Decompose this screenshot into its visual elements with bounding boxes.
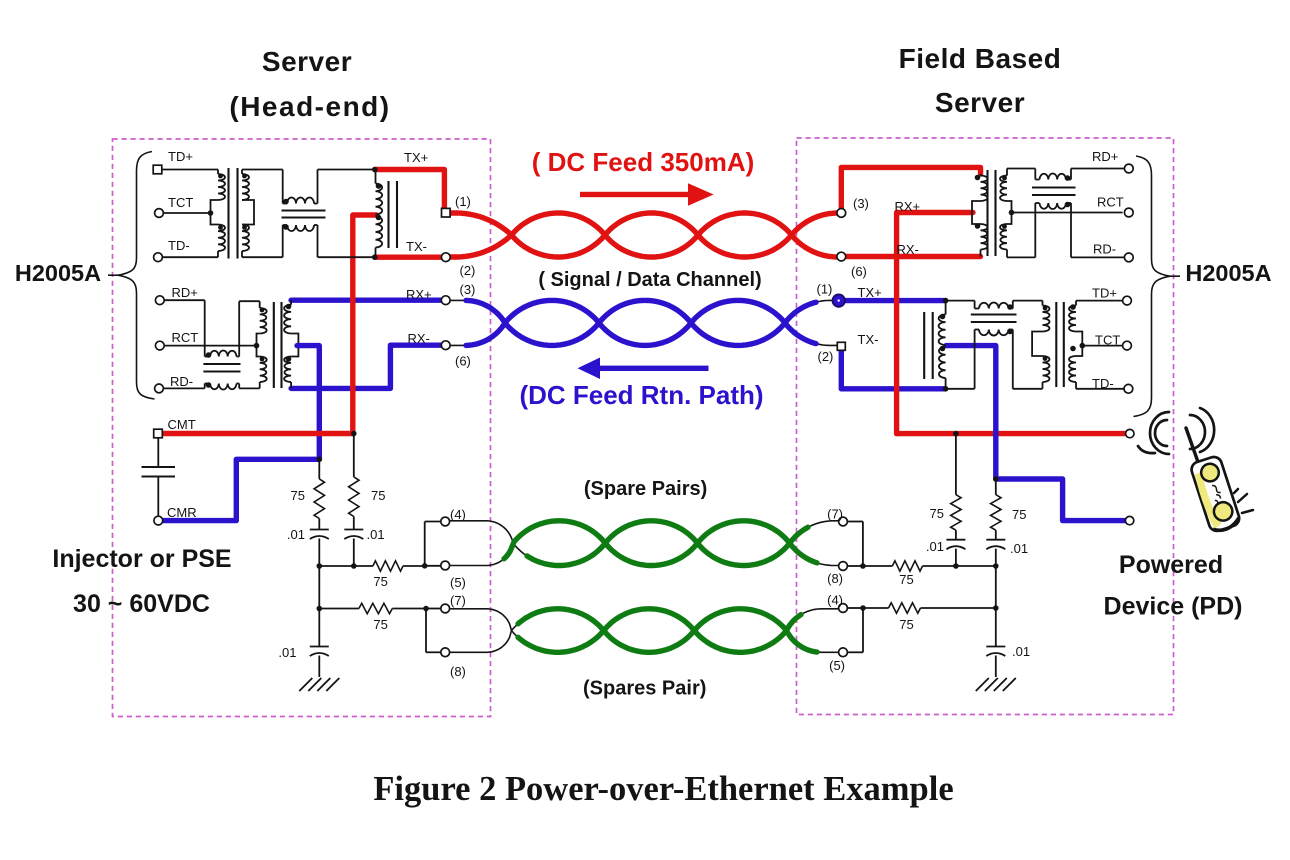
svg-text:(2): (2): [460, 263, 476, 278]
svg-text:.01: .01: [926, 539, 944, 554]
svg-text:(5): (5): [450, 575, 466, 590]
svg-text:TCT: TCT: [168, 195, 193, 210]
svg-text:H2005A: H2005A: [1185, 260, 1271, 286]
svg-text:(Head-end): (Head-end): [229, 91, 390, 122]
svg-text:RD-: RD-: [1093, 242, 1116, 257]
svg-text:TD-: TD-: [1092, 376, 1114, 391]
svg-text:.01: .01: [1012, 644, 1030, 659]
svg-text:75: 75: [373, 617, 387, 632]
svg-text:RD-: RD-: [170, 374, 193, 389]
svg-text:(8): (8): [827, 571, 843, 586]
svg-text:(1): (1): [817, 282, 833, 297]
svg-text:RX-: RX-: [408, 331, 430, 346]
svg-text:Injector or PSE: Injector or PSE: [52, 545, 231, 573]
svg-text:Powered: Powered: [1119, 551, 1223, 579]
svg-text:TCT: TCT: [1095, 333, 1120, 348]
svg-text:(Spares Pair): (Spares Pair): [583, 678, 706, 700]
svg-text:(5): (5): [829, 658, 845, 673]
svg-text:RX-: RX-: [897, 242, 919, 257]
svg-text:RCT: RCT: [172, 330, 199, 345]
svg-text:TX+: TX+: [404, 150, 428, 165]
svg-text:( Signal / Data Channel): ( Signal / Data Channel): [538, 269, 761, 291]
svg-text:(DC Feed Rtn. Path): (DC Feed Rtn. Path): [519, 380, 763, 410]
svg-text:TX-: TX-: [858, 332, 879, 347]
svg-text:Field Based: Field Based: [899, 43, 1062, 74]
svg-text:75: 75: [899, 572, 913, 587]
svg-text:(2): (2): [818, 349, 834, 364]
svg-text:RD+: RD+: [172, 285, 198, 300]
svg-text:.01: .01: [278, 645, 296, 660]
svg-text:(3): (3): [460, 282, 476, 297]
svg-text:(6): (6): [455, 354, 471, 369]
svg-text:TD+: TD+: [1092, 286, 1117, 301]
svg-text:(7): (7): [450, 593, 466, 608]
svg-text:(3): (3): [853, 196, 869, 211]
svg-text:TX-: TX-: [406, 239, 427, 254]
svg-text:CMT: CMT: [168, 417, 196, 432]
svg-text:( DC Feed 350mA): ( DC Feed 350mA): [532, 147, 755, 177]
svg-text:75: 75: [930, 506, 944, 521]
svg-text:(Spare Pairs): (Spare Pairs): [584, 478, 707, 500]
svg-text:H2005A: H2005A: [15, 260, 101, 286]
svg-text:Figure 2 Power-over-Ethernet E: Figure 2 Power-over-Ethernet Example: [373, 770, 953, 808]
svg-text:TD-: TD-: [168, 238, 190, 253]
svg-text:.01: .01: [1010, 541, 1028, 556]
svg-text:(4): (4): [827, 593, 843, 608]
svg-text:Device (PD): Device (PD): [1104, 593, 1243, 621]
svg-text:Server: Server: [935, 87, 1025, 118]
svg-text:(7): (7): [827, 507, 843, 522]
svg-text:(1): (1): [455, 194, 471, 209]
svg-text:TD+: TD+: [168, 149, 193, 164]
svg-text:TX+: TX+: [858, 285, 882, 300]
svg-text:(4): (4): [450, 507, 466, 522]
svg-text:75: 75: [373, 574, 387, 589]
svg-text:(6): (6): [851, 264, 867, 279]
svg-text:CMR: CMR: [167, 505, 197, 520]
svg-text:RD+: RD+: [1092, 149, 1118, 164]
svg-text:Server: Server: [262, 46, 352, 77]
svg-text:75: 75: [1012, 507, 1026, 522]
svg-text:(8): (8): [450, 664, 466, 679]
svg-text:RCT: RCT: [1097, 195, 1124, 210]
svg-text:75: 75: [371, 488, 385, 503]
svg-text:RX+: RX+: [895, 199, 921, 214]
svg-text:75: 75: [291, 488, 305, 503]
svg-text:RX+: RX+: [406, 287, 432, 302]
svg-text:30 ~ 60VDC: 30 ~ 60VDC: [73, 590, 210, 618]
svg-text:.01: .01: [287, 527, 305, 542]
svg-text:75: 75: [899, 617, 913, 632]
svg-text:.01: .01: [367, 527, 385, 542]
